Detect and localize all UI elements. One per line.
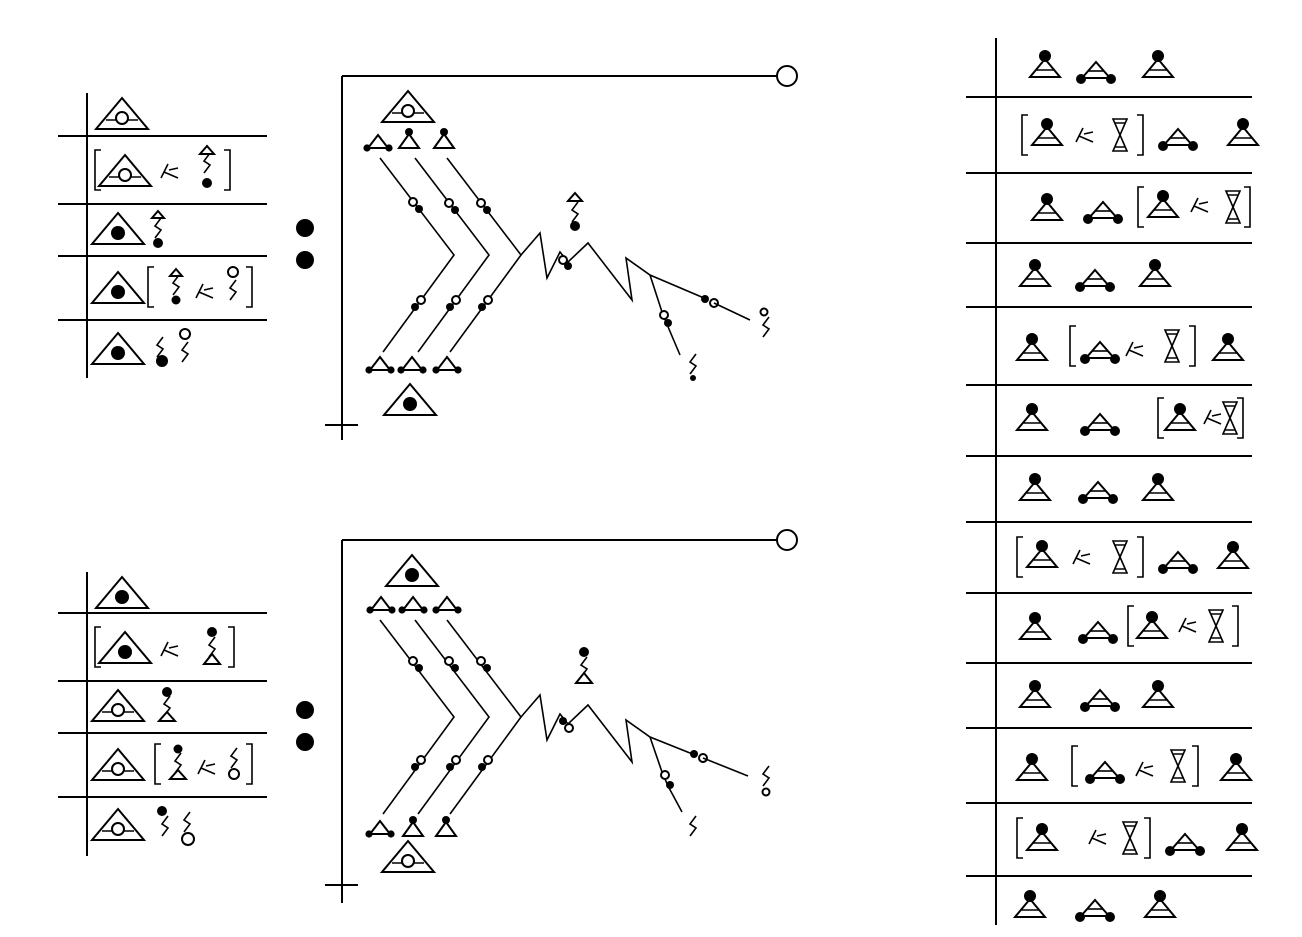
row-4 [91,266,253,308]
row-3 [91,209,167,248]
terminal-open-circle [776,65,798,87]
row-2 [94,626,235,668]
r-row-9 [1019,605,1239,647]
row-4 [91,743,253,785]
separator-dot [296,219,314,237]
row-1 [95,576,149,609]
r-row-4 [1019,258,1171,293]
r-row-11 [1016,745,1252,787]
separator-dot [296,701,314,719]
r-row-3 [1031,186,1251,228]
row-3 [91,687,178,722]
row-2 [94,144,231,191]
separator-dot [296,733,314,751]
r-row-12 [1016,817,1258,859]
r-row-13 [1014,889,1176,923]
r-row-6 [1016,397,1244,439]
column-row-dividers [966,96,1252,877]
row-5 [91,328,191,367]
top-eye-open [381,90,435,123]
row-5 [91,806,195,846]
table-row-dividers [58,612,267,798]
r-row-8 [1016,536,1249,578]
bottom-eye-filled [383,383,437,416]
top-left-table [58,93,267,378]
r-row-7 [1019,472,1174,505]
bottom-diagram [325,529,798,903]
r-row-1 [1029,49,1174,85]
separator-dot [296,251,314,269]
right-column-table [966,38,1259,925]
row-1 [95,97,149,130]
r-row-5 [1016,325,1244,367]
terminal-open-circle [776,529,798,551]
r-row-10 [1019,679,1174,713]
top-diagram [325,65,798,440]
table-row-dividers [58,135,267,321]
top-eye-filled [385,554,439,587]
bottom-left-table [58,572,267,856]
r-row-2 [1021,114,1259,156]
bottom-eye-open [381,840,435,873]
